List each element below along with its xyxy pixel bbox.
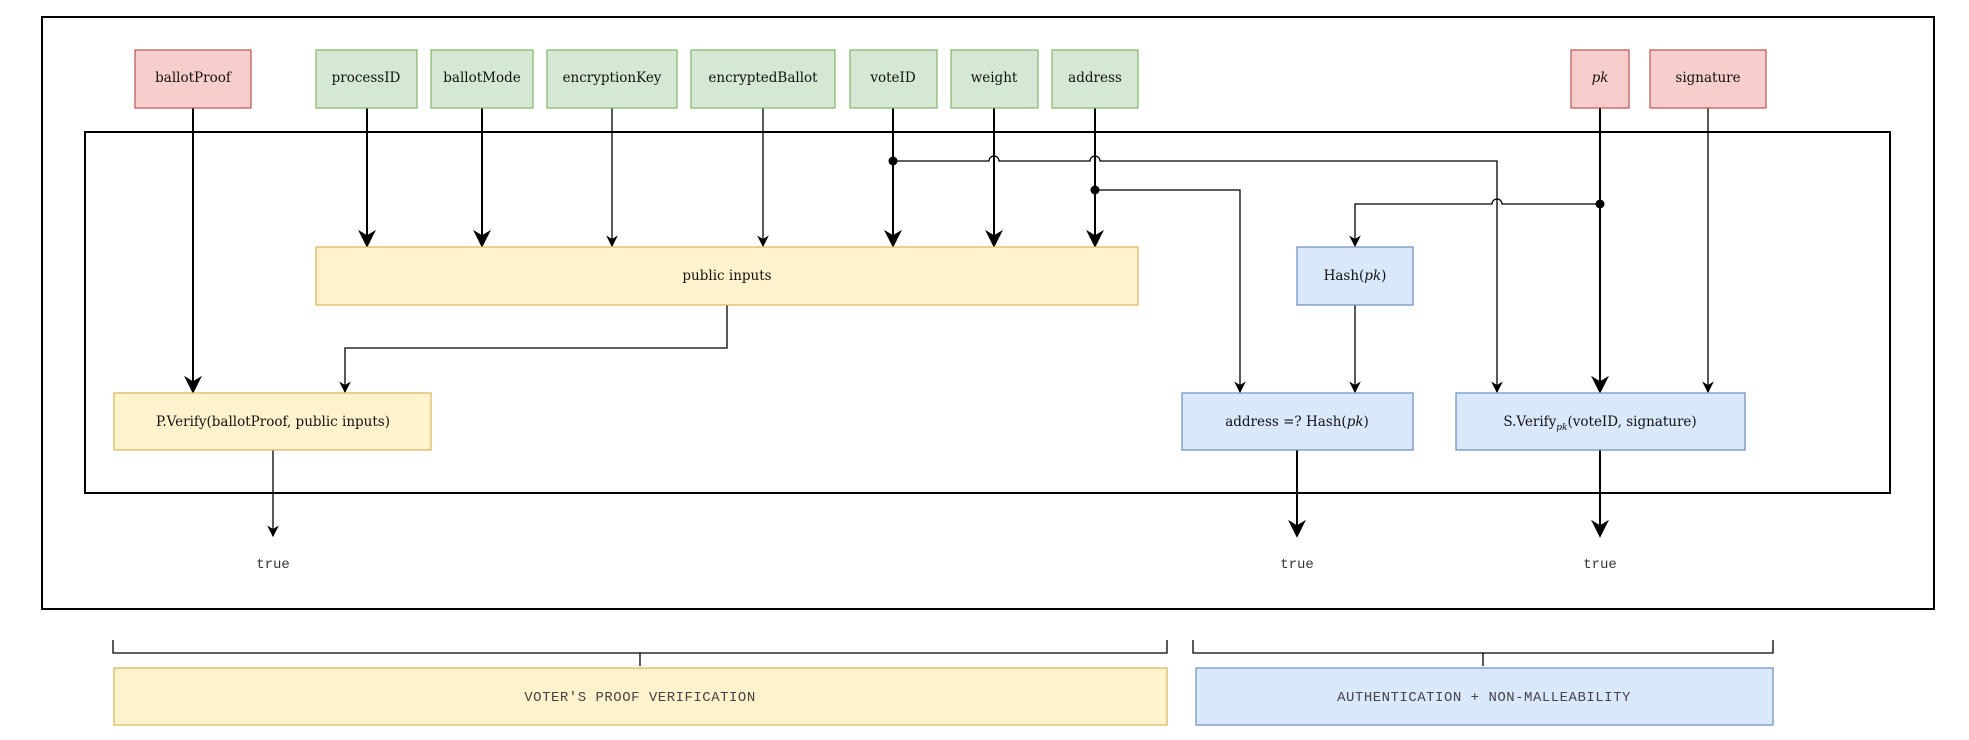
junction-pk — [1595, 199, 1605, 209]
input-encryptionkey: encryptionKey — [546, 49, 678, 109]
group-authentication-label: AUTHENTICATION + NON-MALLEABILITY — [1337, 690, 1631, 706]
group-voter-proof-label: VOTER'S PROOF VERIFICATION — [524, 690, 755, 706]
output-signature-true: true — [1583, 557, 1617, 573]
hash-pk-var: pk — [1364, 268, 1381, 284]
sverify-suffix: (voteID, signature) — [1568, 414, 1697, 430]
node-sverify: S.Verifypk(voteID, signature) — [1455, 392, 1746, 451]
address-check-var: pk — [1347, 414, 1364, 430]
junction-voteid — [888, 156, 898, 166]
node-hash-pk: Hash(pk) — [1296, 246, 1414, 306]
input-voteid: voteID — [849, 49, 938, 109]
input-voteid-label: voteID — [869, 70, 916, 86]
input-encryptedballot: encryptedBallot — [690, 49, 836, 109]
sverify-subscript: pk — [1556, 423, 1567, 433]
input-weight-label: weight — [971, 70, 1018, 86]
svg-text:address =? Hash(pk): address =? Hash(pk) — [1225, 414, 1369, 430]
node-public-inputs: public inputs — [315, 246, 1139, 306]
input-ballotmode: ballotMode — [430, 49, 534, 109]
wire-pk-hash — [1349, 198, 1600, 248]
address-check-prefix: address =? Hash( — [1225, 414, 1346, 430]
circuit-frame — [84, 131, 1891, 494]
wire-voteid-sverify — [893, 155, 1503, 394]
public-inputs-label: public inputs — [682, 268, 771, 284]
brace-voter-proof — [112, 640, 1168, 666]
input-pk-label: pk — [1592, 70, 1609, 86]
brace-authentication — [1192, 640, 1774, 666]
hash-pk-prefix: Hash( — [1324, 268, 1365, 284]
input-ballotproof-label: ballotProof — [155, 70, 232, 86]
node-address-check: address =? Hash(pk) — [1181, 392, 1414, 451]
input-processid: processID — [315, 49, 418, 109]
wire-address-check — [1095, 189, 1246, 394]
node-pverify: P.Verify(ballotProof, public inputs) — [113, 392, 432, 451]
group-voter-proof: VOTER'S PROOF VERIFICATION — [113, 667, 1168, 726]
input-ballotmode-label: ballotMode — [443, 70, 520, 86]
junction-address — [1090, 185, 1100, 195]
wire-publicinputs-pverify — [339, 305, 728, 394]
outer-frame — [41, 16, 1935, 610]
address-check-suffix: ) — [1364, 414, 1369, 430]
input-address: address — [1051, 49, 1139, 109]
svg-text:Hash(pk): Hash(pk) — [1324, 268, 1387, 284]
input-processid-label: processID — [332, 70, 401, 86]
hash-pk-suffix: ) — [1381, 268, 1386, 284]
pverify-label: P.Verify(ballotProof, public inputs) — [156, 414, 390, 430]
output-address-true: true — [1280, 557, 1314, 573]
input-address-label: address — [1068, 70, 1122, 86]
input-ballotproof: ballotProof — [134, 49, 252, 109]
input-pk: pk — [1570, 49, 1630, 109]
input-weight: weight — [950, 49, 1039, 109]
svg-text:S.Verifypk(voteID, signature): S.Verifypk(voteID, signature) — [1503, 414, 1696, 433]
input-encryptionkey-label: encryptionKey — [563, 70, 662, 86]
group-authentication: AUTHENTICATION + NON-MALLEABILITY — [1195, 667, 1774, 726]
output-proof-true: true — [256, 557, 290, 573]
input-signature-label: signature — [1675, 70, 1740, 86]
input-encryptedballot-label: encryptedBallot — [708, 70, 818, 86]
input-signature: signature — [1649, 49, 1767, 109]
sverify-prefix: S.Verify — [1503, 414, 1556, 430]
